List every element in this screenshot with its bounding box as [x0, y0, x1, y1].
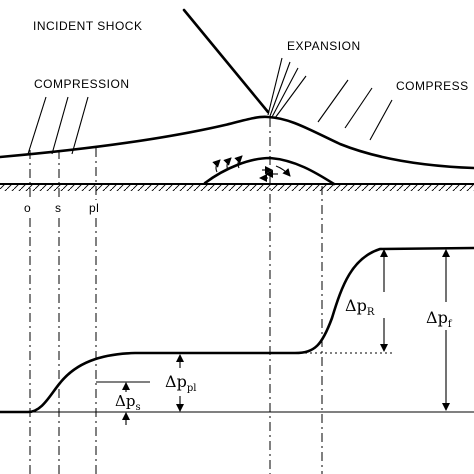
compression-left-label: COMPRESSION: [34, 77, 130, 91]
station-pl-label: pl: [89, 201, 99, 215]
compression-left-lines: [27, 96, 89, 155]
incident-shock-line: [182, 8, 270, 114]
boundary-layer-edge: [0, 115, 474, 170]
compression-right-label: COMPRESS: [396, 79, 469, 93]
station-s-label: s: [55, 201, 62, 215]
station-reference-lines: [29, 118, 323, 474]
wall-hatching: [0, 185, 474, 191]
delta-ppl-label: Δppl: [165, 372, 196, 394]
recirculation-arrows: [212, 155, 291, 182]
expansion-label: EXPANSION: [287, 39, 361, 53]
compression-right-lines: [317, 79, 393, 141]
incident-shock-label: INCIDENT SHOCK: [33, 19, 142, 33]
expansion-fan-lines: [267, 57, 307, 119]
wall-pressure-curve: [0, 246, 474, 414]
station-o-label: o: [24, 201, 31, 215]
delta-pr-label: ΔpR: [345, 296, 375, 318]
delta-ps-label: Δps: [115, 392, 141, 413]
delta-pf-label: Δpf: [426, 308, 453, 330]
